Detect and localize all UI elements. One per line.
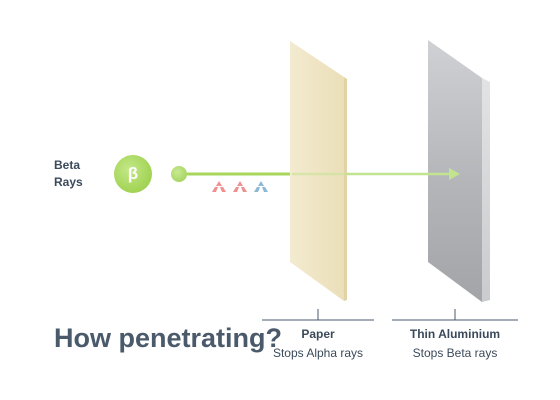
aluminium-sheet	[428, 40, 490, 302]
page-title: How penetrating?	[54, 323, 282, 353]
aluminium-caption-bracket	[392, 309, 518, 321]
radiation-hazard-icon-blue	[254, 181, 268, 192]
ray-type-label: Beta Rays	[54, 158, 83, 189]
paper-caption-description: Stops Alpha rays	[272, 346, 364, 360]
beta-particle	[171, 166, 187, 182]
aluminium-caption-description: Stops Beta rays	[412, 346, 498, 360]
paper-caption-bracket	[262, 309, 374, 321]
radiation-hazard-icon-red	[212, 181, 226, 192]
radiation-hazard-icon-red	[233, 181, 247, 192]
paper-caption-name: Paper	[301, 327, 335, 341]
aluminium-caption-name: Thin Aluminium	[409, 327, 501, 341]
beam-arrowhead	[449, 168, 460, 180]
paper-sheet	[290, 41, 347, 301]
beta-symbol-circle: β	[114, 155, 152, 193]
